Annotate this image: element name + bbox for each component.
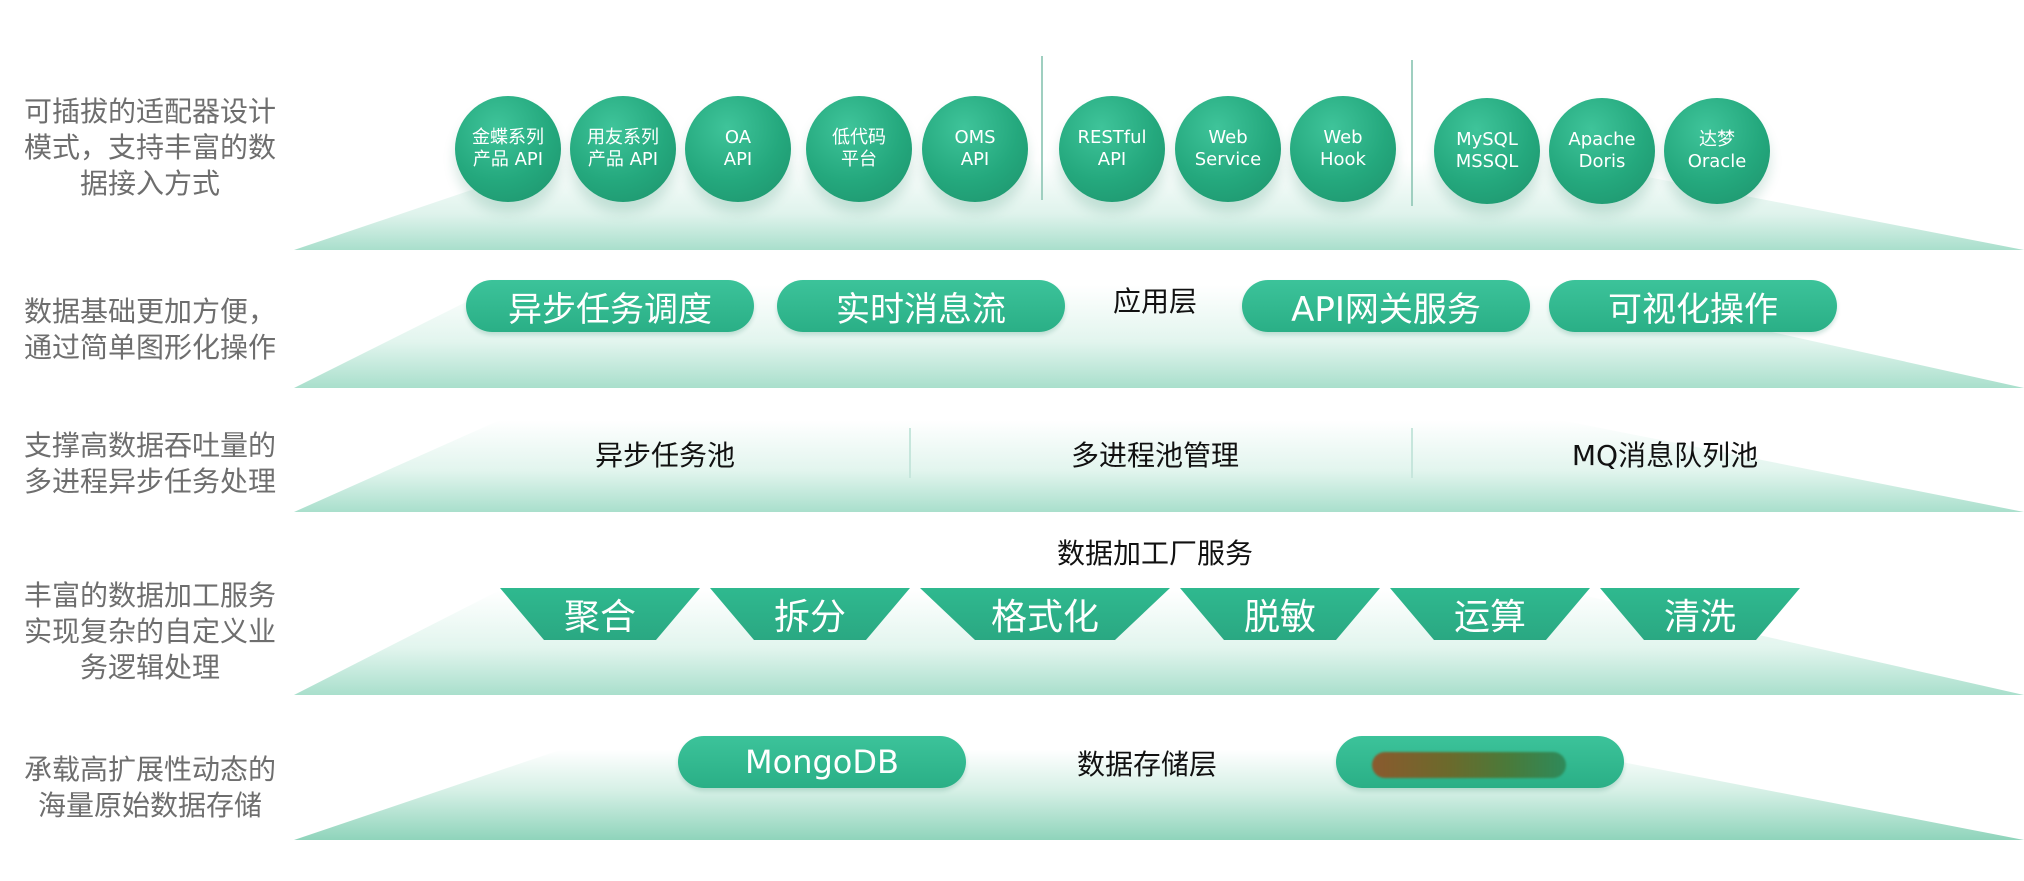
pill-mongodb: MongoDB [678,736,966,788]
layer1-separator-2 [1411,60,1413,206]
multiprocess-pool-management-label: 多进程池管理 [1070,439,1239,472]
platform-layer4 [0,560,2024,700]
redacted-text-blur [1372,752,1566,778]
layer4-description: 丰富的数据加工服务 实现复杂的自定义业 务逻辑处理 [23,579,276,684]
adapter-restful-api: RESTful API [1059,96,1165,202]
layer2-description: 数据基础更加方便， 通过简单图形化操作 [23,295,276,364]
pill-api-gateway-service: API网关服务 [1242,280,1530,332]
platform-layer5 [0,735,2024,881]
mq-message-queue-pool-label: MQ消息队列池 [1571,439,1759,472]
adapter-web-hook: Web Hook [1290,96,1396,202]
data-factory-service-title: 数据加工厂服务 [1056,537,1253,570]
adapter-lowcode-platform: 低代码 平台 [806,96,912,202]
pill-async-task-scheduling: 异步任务调度 [466,280,754,332]
adapter-mysql-mssql: MySQL MSSQL [1434,98,1540,204]
pill-realtime-message-stream: 实时消息流 [777,280,1065,332]
platform-layer3 [0,400,2024,515]
adapter-apache-doris: Apache Doris [1549,98,1655,204]
async-task-pool-label: 异步任务池 [594,439,735,472]
adapter-oa-api: OA API [685,96,791,202]
adapter-oms-api: OMS API [922,96,1028,202]
application-layer-label: 应用层 [1112,285,1197,318]
adapter-dameng-oracle: 达梦 Oracle [1664,98,1770,204]
pill-visual-operation: 可视化操作 [1549,280,1837,332]
adapter-kingdee-api: 金蝶系列 产品 API [455,96,561,202]
layer3-description: 支撑高数据吞吐量的 多进程异步任务处理 [23,429,276,498]
adapter-web-service: Web Service [1175,96,1281,202]
layer3-separator-2 [1411,428,1413,478]
data-storage-layer-label: 数据存储层 [1076,748,1217,781]
layer1-separator-1 [1041,56,1043,200]
adapter-yonyou-api: 用友系列 产品 API [570,96,676,202]
layer5-description: 承载高扩展性动态的 海量原始数据存储 [23,753,276,822]
layer1-description: 可插拔的适配器设计 模式，支持丰富的数 据接入方式 [23,95,276,200]
layer3-separator-1 [909,428,911,478]
